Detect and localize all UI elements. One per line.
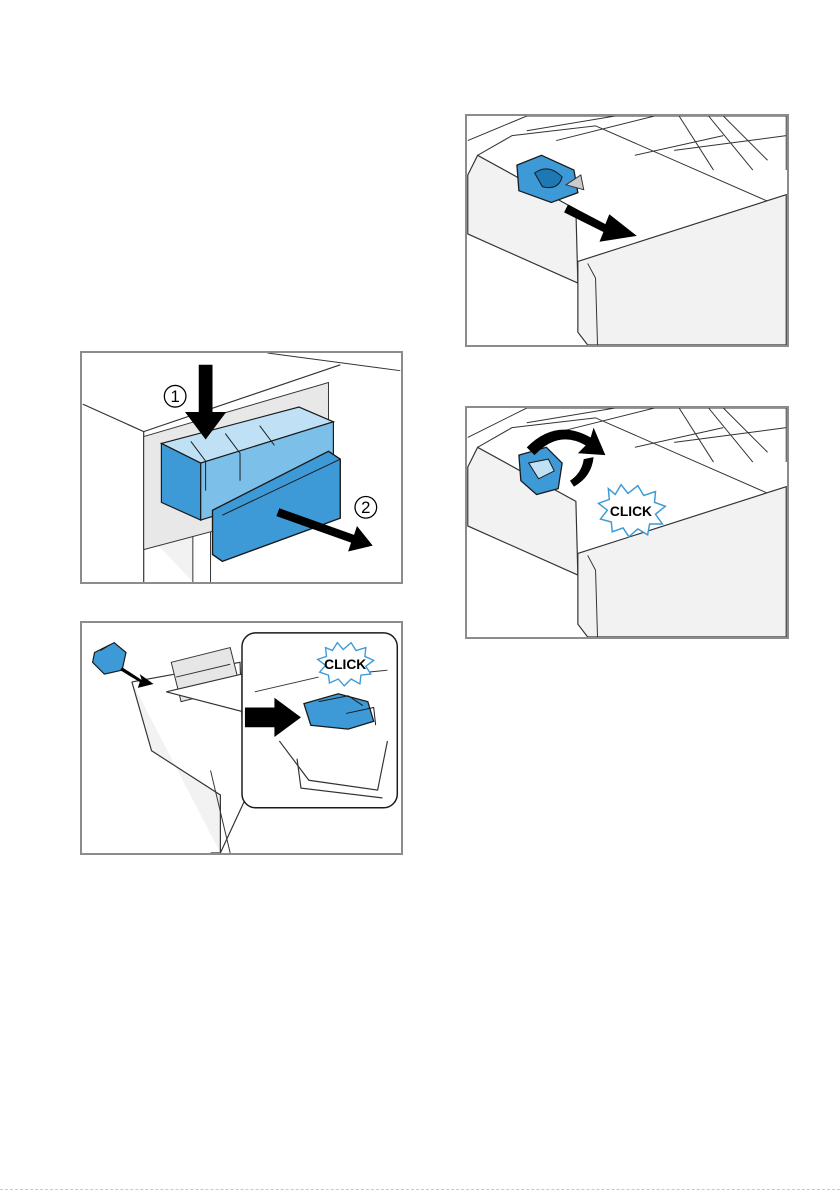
illustration-pull-out-cap xyxy=(465,114,789,347)
pull-out-cap-drawing xyxy=(467,116,787,345)
page-bottom-edge xyxy=(0,1189,840,1190)
remove-drawer-drawing: 1 2 xyxy=(82,353,401,582)
click-label: CLICK xyxy=(610,504,652,519)
rotate-cap-drawing: CLICK xyxy=(467,408,787,637)
step-1-number: 1 xyxy=(171,387,180,406)
step-2-number: 2 xyxy=(361,498,370,517)
illustration-rotate-cap: CLICK xyxy=(465,406,789,639)
insert-arrow-small xyxy=(120,667,153,688)
click-label: CLICK xyxy=(324,657,366,672)
rotate-arrow xyxy=(527,428,606,456)
insert-siphon-drawing: CLICK xyxy=(82,623,401,853)
illustration-remove-drawer: 1 2 xyxy=(80,351,403,584)
illustration-insert-siphon: CLICK xyxy=(80,621,403,855)
